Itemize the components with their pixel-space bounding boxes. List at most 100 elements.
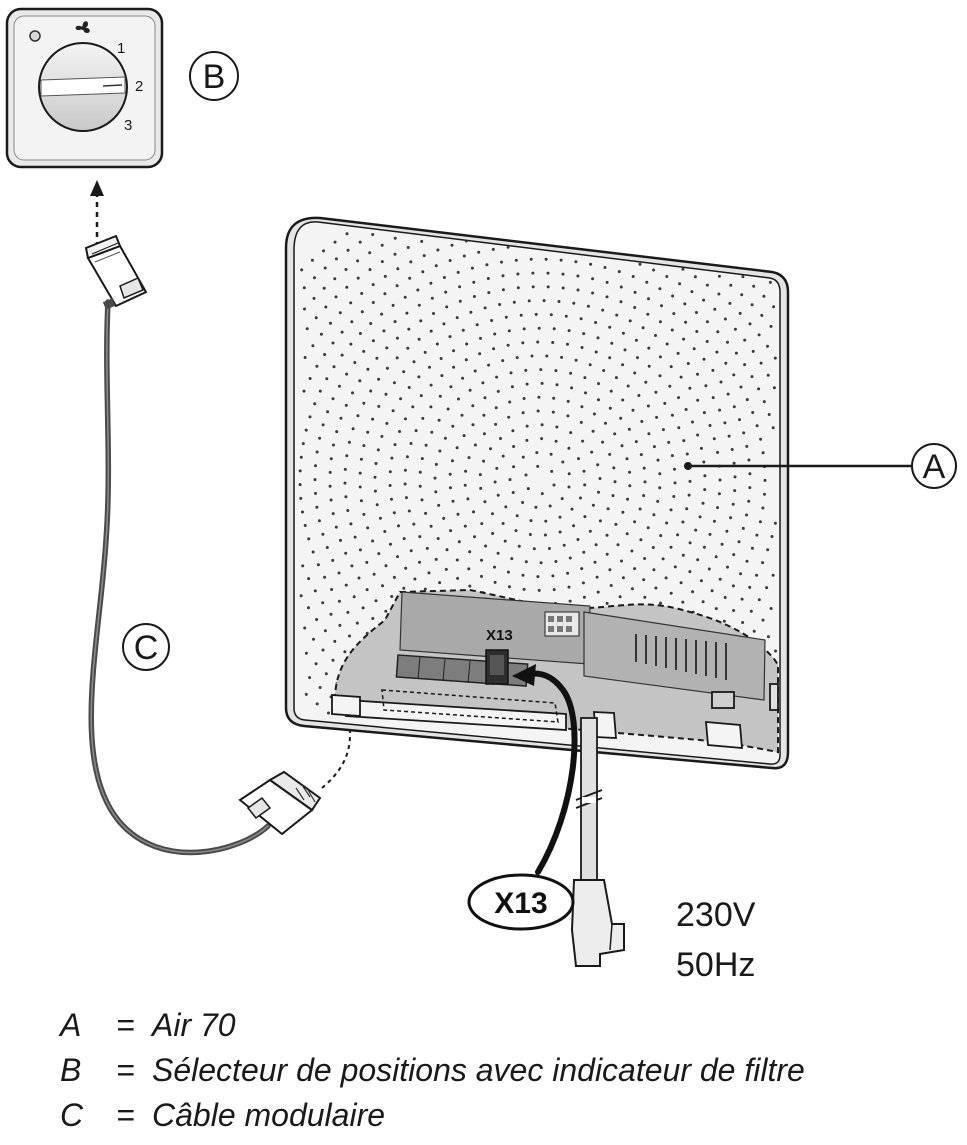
perforation-hole (392, 511, 396, 515)
perforation-hole (380, 312, 384, 316)
perforation-hole (501, 454, 505, 458)
perforation-hole (547, 547, 551, 550)
perforation-hole (424, 443, 428, 447)
perforation-hole (332, 365, 336, 369)
perforation-hole (392, 575, 396, 579)
perforation-hole (480, 558, 483, 562)
perforation-hole (719, 380, 723, 384)
perforation-hole (576, 274, 580, 278)
legend-description: Câble modulaire (152, 1097, 386, 1133)
perforation-hole (761, 618, 765, 622)
perforation-hole (658, 320, 662, 324)
perforation-hole (738, 311, 742, 315)
perforation-hole (344, 583, 348, 587)
perforation-hole (566, 414, 570, 418)
perforation-hole (337, 599, 341, 603)
perforation-hole (315, 505, 319, 509)
perforation-hole (560, 355, 564, 359)
perforation-hole (503, 539, 507, 543)
perforation-hole (298, 483, 302, 487)
perforation-hole (483, 500, 487, 504)
perforation-hole (385, 346, 389, 350)
perforation-hole (406, 346, 410, 350)
perforation-hole (655, 415, 659, 419)
perforation-hole (366, 367, 370, 371)
perforation-hole (333, 277, 337, 281)
perforation-hole (582, 595, 586, 599)
perforation-hole (682, 439, 686, 443)
perforation-hole (303, 307, 306, 311)
perforation-hole (301, 564, 305, 568)
perforation-hole (704, 384, 708, 388)
perforation-hole (772, 386, 776, 390)
perforation-hole (726, 228, 730, 232)
perforation-hole (633, 306, 637, 309)
dashed-inner-outline (381, 689, 559, 723)
perforation-hole (445, 548, 449, 552)
perforation-hole (667, 229, 671, 233)
perforation-hole (759, 361, 763, 365)
perforation-hole (745, 444, 749, 448)
perforation-hole (769, 324, 773, 328)
perforation-hole (322, 286, 326, 290)
perforation-hole (491, 247, 495, 251)
perforation-hole (481, 381, 485, 385)
perforation-hole (583, 233, 587, 237)
perforation-hole (298, 469, 302, 473)
perforation-hole (324, 305, 328, 309)
perforation-hole (371, 339, 375, 343)
perforation-hole (315, 618, 319, 621)
perforation-hole (319, 332, 323, 336)
perforation-hole (466, 497, 470, 501)
perforation-hole (325, 377, 329, 381)
perforation-hole (545, 354, 549, 358)
perforation-hole (673, 565, 677, 569)
perforation-hole (724, 361, 728, 365)
perforation-hole (385, 366, 389, 370)
perforation-hole (393, 236, 397, 240)
perforation-hole (745, 398, 749, 402)
perforation-hole (608, 568, 612, 572)
perforation-hole (458, 285, 462, 289)
perforation-hole (345, 454, 349, 458)
perforation-hole (371, 301, 375, 304)
perforation-hole (710, 589, 714, 593)
perforation-hole (417, 337, 421, 341)
perforation-hole (429, 281, 433, 285)
dial-position-1: 1 (117, 40, 125, 57)
perforation-hole (638, 262, 642, 266)
perforation-hole (608, 406, 612, 410)
perforation-hole (529, 519, 533, 523)
perforation-hole (577, 457, 580, 461)
perforation-hole (507, 329, 511, 333)
perforation-hole (331, 658, 335, 662)
perforation-hole (530, 354, 534, 358)
perforation-hole (567, 329, 571, 333)
perforation-hole (510, 385, 514, 389)
perforation-hole (732, 553, 736, 557)
perforation-hole (455, 446, 459, 450)
perforation-hole (718, 478, 722, 482)
perforation-hole (741, 621, 745, 624)
legend-row-b: B = Sélecteur de positions avec indicate… (60, 1048, 940, 1093)
perforation-hole (588, 529, 592, 533)
perforation-hole (344, 403, 348, 407)
perforation-hole (418, 535, 422, 539)
perforation-hole (727, 434, 731, 438)
callout-a: A (684, 443, 957, 489)
perforation-hole (359, 457, 363, 461)
perforation-hole (437, 503, 441, 507)
perforation-hole (511, 429, 515, 433)
perforation-hole (750, 375, 754, 379)
perforation-hole (699, 229, 703, 233)
perforation-hole (350, 564, 354, 568)
perforation-hole (767, 413, 771, 416)
perforation-hole (332, 443, 335, 447)
perforation-hole (616, 543, 620, 547)
perforation-hole (737, 540, 741, 544)
perforation-hole (429, 383, 433, 387)
perforation-hole (393, 443, 397, 447)
perforation-hole (692, 347, 696, 351)
perforation-hole (345, 232, 349, 236)
perforation-hole (567, 485, 571, 489)
